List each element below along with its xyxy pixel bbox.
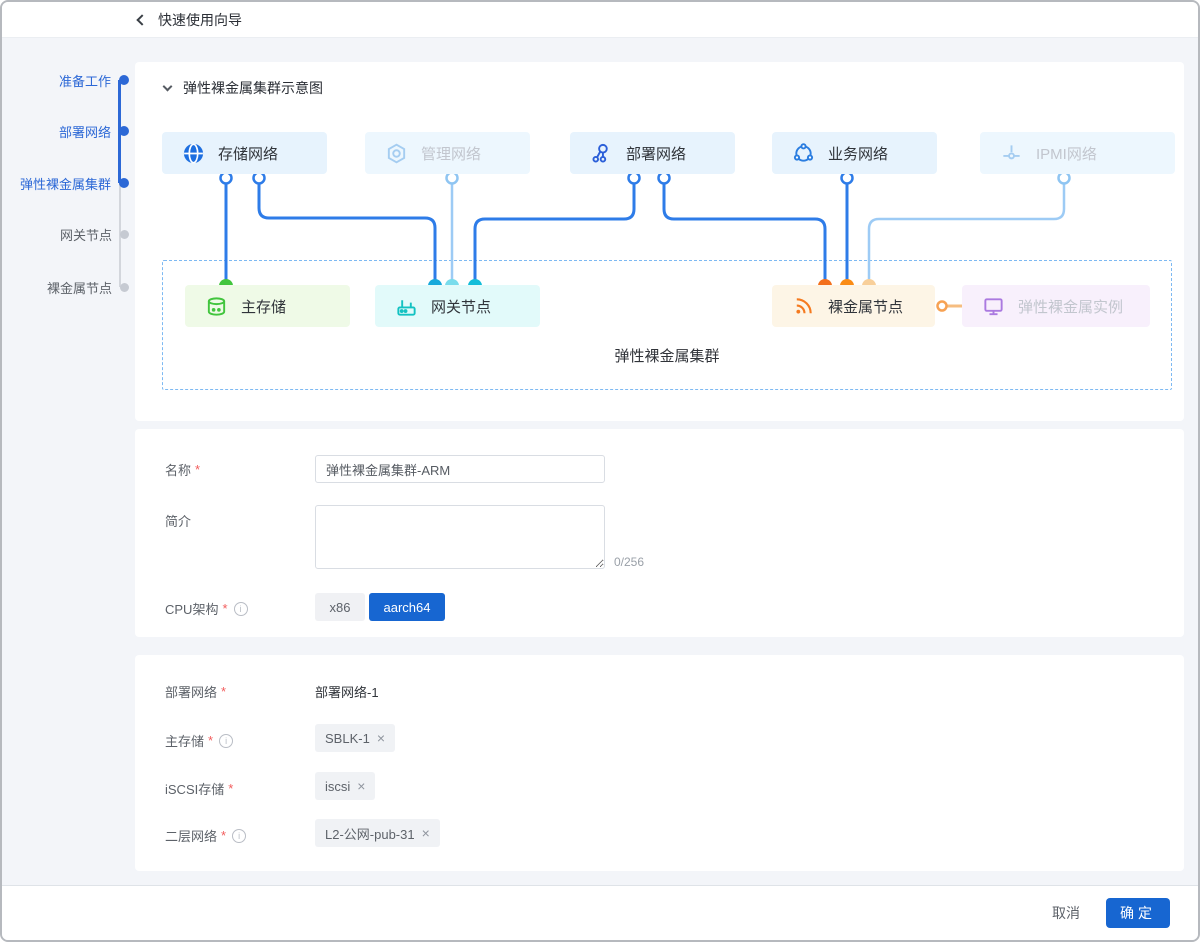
junction-icon <box>1000 142 1023 165</box>
primary-storage-tag: SBLK-1 × <box>315 724 395 752</box>
monitor-icon <box>982 295 1005 318</box>
main-content: 弹性裸金属集群示意图 弹性裸金属集群 <box>135 62 1184 871</box>
char-counter: 0/256 <box>614 555 645 569</box>
diagram-section-toggle[interactable]: 弹性裸金属集群示意图 <box>162 78 323 98</box>
step-dot <box>119 75 129 85</box>
step-cluster[interactable]: 弹性裸金属集群 <box>2 174 129 192</box>
confirm-button[interactable]: 确定 <box>1106 898 1170 928</box>
node-deploy-network: 部署网络 <box>570 132 735 174</box>
diagram-section-title: 弹性裸金属集群示意图 <box>183 80 323 96</box>
node-business-network: 业务网络 <box>772 132 937 174</box>
step-dot <box>119 178 129 188</box>
name-label: 名称 <box>165 463 192 478</box>
globe-icon <box>182 142 205 165</box>
required-mark: * <box>228 781 234 796</box>
node-storage-network: 存储网络 <box>162 132 327 174</box>
node-ipmi-network: IPMI网络 <box>980 132 1175 174</box>
deploy-network-value: 部署网络-1 <box>315 685 379 700</box>
router-icon <box>395 295 418 318</box>
required-mark: * <box>222 601 228 616</box>
deploy-network-label: 部署网络 <box>165 685 218 700</box>
share-nodes-icon <box>590 142 613 165</box>
basic-form-card: 名称 * 简介 0/256 CPU架构 * i x86 aarch64 <box>135 429 1184 637</box>
cluster-label: 弹性裸金属集群 <box>614 348 720 365</box>
diagram-card: 弹性裸金属集群示意图 弹性裸金属集群 <box>135 62 1184 421</box>
node-instance: 弹性裸金属实例 <box>962 285 1150 327</box>
page-title: 快速使用向导 <box>158 11 242 28</box>
close-icon[interactable]: × <box>421 825 430 841</box>
description-label: 简介 <box>165 514 192 529</box>
info-icon[interactable]: i <box>232 828 247 843</box>
cpu-aarch64-button[interactable]: aarch64 <box>369 593 445 621</box>
nut-icon <box>385 142 408 165</box>
page-header: 快速使用向导 <box>2 2 1198 38</box>
database-icon <box>205 295 228 318</box>
rss-icon <box>792 295 815 318</box>
cluster-boundary-box <box>162 260 1172 390</box>
step-dot <box>120 229 129 239</box>
step-dot <box>119 126 129 136</box>
close-icon[interactable]: × <box>357 778 366 794</box>
ring-nodes-icon <box>792 142 815 165</box>
cpu-x86-button[interactable]: x86 <box>315 593 365 621</box>
required-mark: * <box>221 684 227 699</box>
node-management-network: 管理网络 <box>365 132 530 174</box>
step-baremetal-node[interactable]: 裸金属节点 <box>2 278 129 296</box>
step-gateway-node[interactable]: 网关节点 <box>2 225 129 243</box>
required-mark: * <box>208 733 214 748</box>
node-baremetal: 裸金属节点 <box>772 285 935 327</box>
step-deploy-network[interactable]: 部署网络 <box>2 122 129 140</box>
diagram-connectors <box>219 171 1071 312</box>
step-prepare[interactable]: 准备工作 <box>2 71 129 89</box>
l2-network-tag: L2-公网-pub-31 × <box>315 819 440 847</box>
wizard-body: 准备工作 部署网络 弹性裸金属集群 网关节点 裸金属节点 弹性裸金属集群示意图 … <box>2 38 1198 885</box>
node-primary-storage: 主存储 <box>185 285 350 327</box>
iscsi-storage-tag: iscsi × <box>315 772 376 800</box>
primary-storage-label: 主存储 <box>165 734 205 749</box>
cpu-arch-label: CPU架构 <box>165 602 219 617</box>
network-form-card: 部署网络 * 部署网络-1 主存储 * i SBLK-1 × iSCSI存储 * <box>135 655 1184 871</box>
name-input[interactable] <box>315 455 605 483</box>
required-mark: * <box>195 462 201 477</box>
close-icon[interactable]: × <box>376 730 385 746</box>
step-dot <box>120 282 129 292</box>
action-bar: 取消 确定 <box>2 885 1198 940</box>
cancel-button[interactable]: 取消 <box>1052 905 1080 921</box>
l2-network-label: 二层网络 <box>165 829 218 844</box>
description-textarea[interactable] <box>315 505 605 569</box>
iscsi-storage-label: iSCSI存储 <box>165 782 225 797</box>
node-gateway: 网关节点 <box>375 285 540 327</box>
required-mark: * <box>221 828 227 843</box>
info-icon[interactable]: i <box>219 733 234 748</box>
info-icon[interactable]: i <box>233 601 248 616</box>
back-icon[interactable] <box>136 13 148 26</box>
